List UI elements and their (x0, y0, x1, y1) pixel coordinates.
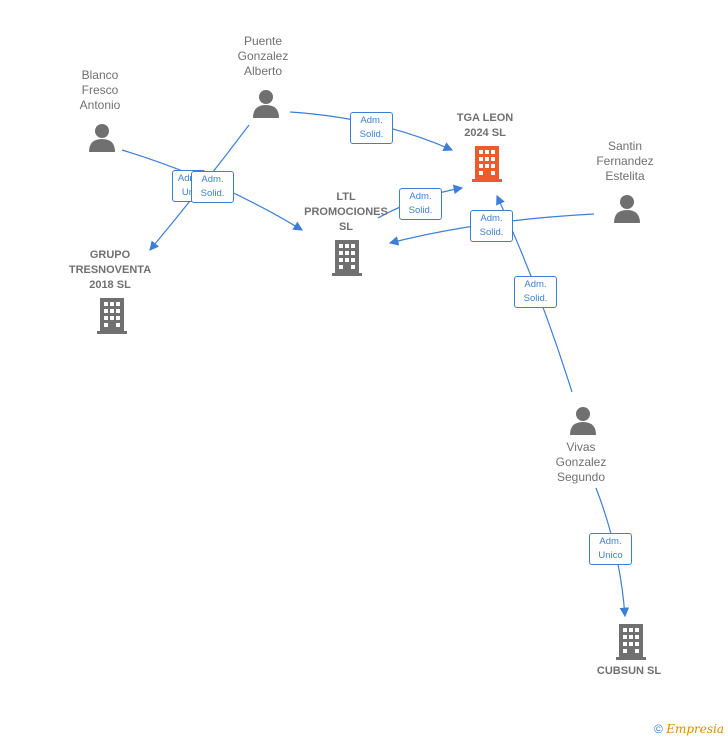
building-icon (616, 624, 646, 660)
node-ltl[interactable]: LTL PROMOCIONES SL (304, 191, 388, 233)
node-grupo[interactable]: GRUPO TRESNOVENTA 2018 SL (68, 249, 152, 291)
node-vivas[interactable]: Vivas Gonzalez Segundo (555, 440, 607, 484)
copyright-icon: © (654, 722, 663, 736)
node-blanco[interactable]: Blanco Fresco Antonio (79, 68, 121, 112)
edge-label-vivas-cubsun: Adm. Unico (589, 533, 632, 565)
edge-label-santin-ltl: Adm. Solid. (470, 210, 513, 242)
person-icon (614, 195, 640, 223)
edge-label-puente-grupo: Adm. Solid. (191, 171, 234, 203)
building-icon (472, 146, 502, 182)
building-icon (97, 298, 127, 334)
person-icon (570, 407, 596, 435)
brand-name: Empresia (666, 722, 724, 736)
node-tga-leon[interactable]: TGA LEON 2024 SL (456, 112, 514, 139)
edge-label-vivas-tga: Adm. Solid. (514, 276, 557, 308)
edge-label-ltl-tga: Adm. Solid. (399, 188, 442, 220)
node-cubsun[interactable]: CUBSUN SL (596, 665, 662, 677)
edge-label-puente-tga: Adm. Solid. (350, 112, 393, 144)
node-puente[interactable]: Puente Gonzalez Alberto (237, 34, 289, 78)
node-santin[interactable]: Santin Fernandez Estelita (596, 139, 654, 183)
person-icon (89, 124, 115, 152)
building-icon (332, 240, 362, 276)
person-icon (253, 90, 279, 118)
footer-brand[interactable]: © Empresia (654, 722, 724, 736)
